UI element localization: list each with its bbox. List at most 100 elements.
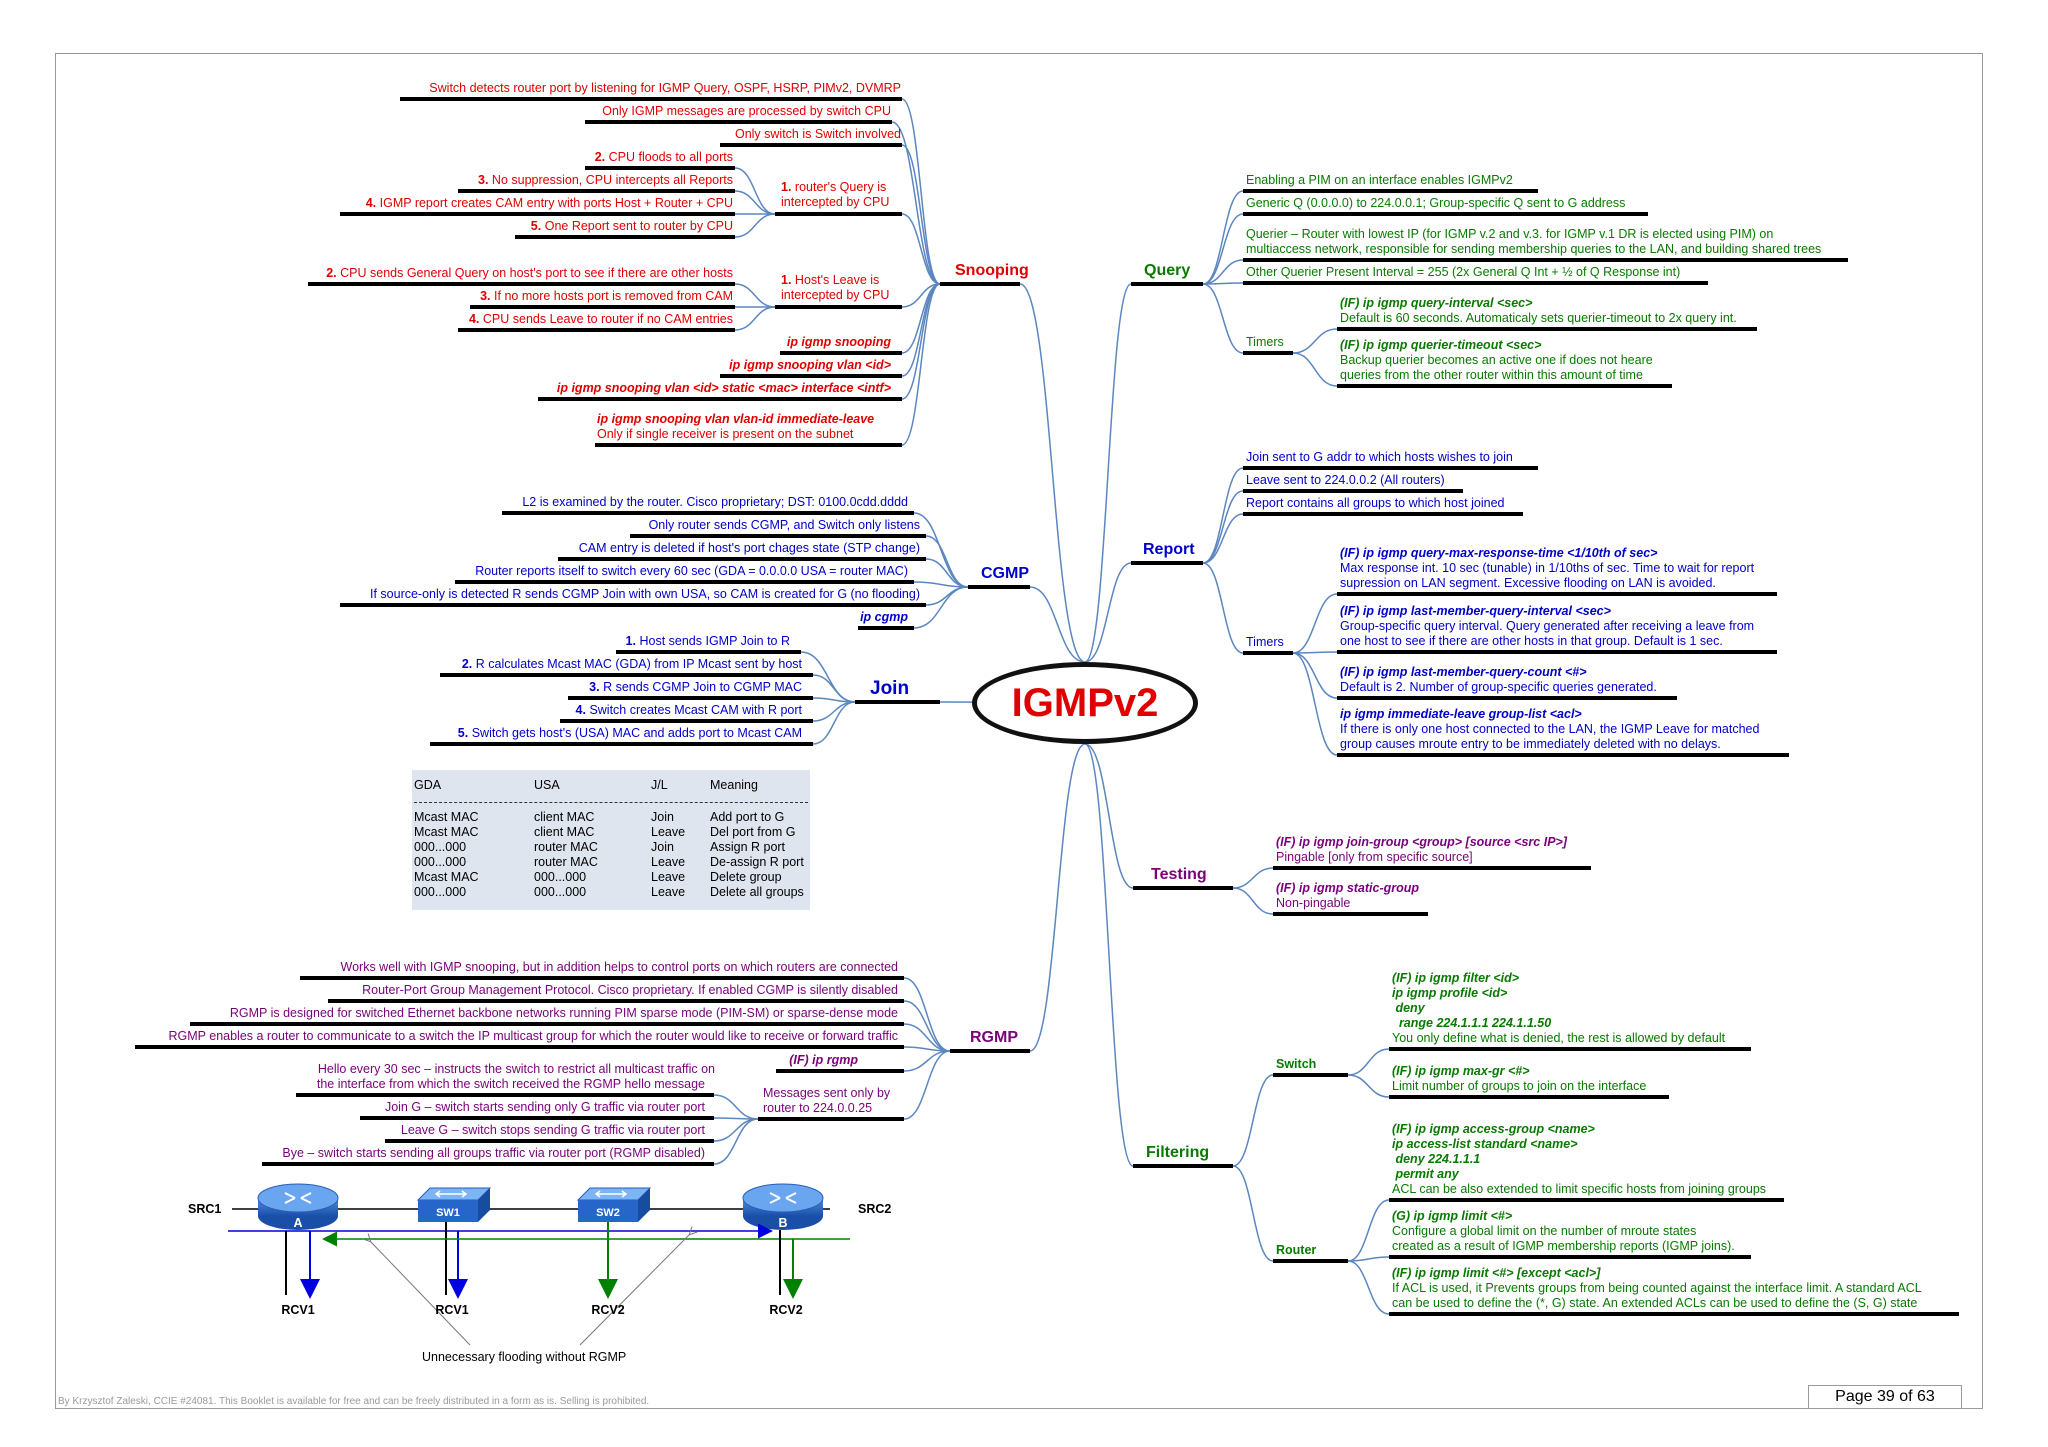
- connector-curve: [1292, 352, 1338, 387]
- branch-underline: [1131, 282, 1203, 286]
- connector-curve: [1084, 743, 1134, 1167]
- src2-label: SRC2: [858, 1202, 892, 1216]
- branch-snooping: Snooping: [955, 262, 1029, 279]
- item-underline: [360, 1116, 714, 1120]
- item-underline: [1243, 466, 1538, 470]
- table-cell: De-assign R port: [710, 855, 804, 869]
- rgmp-messages-label: Messages sent only by: [763, 1086, 891, 1100]
- center-title: IGMPv2: [1011, 680, 1159, 725]
- item-underline: [595, 443, 902, 447]
- table-cell: Leave: [651, 870, 686, 884]
- query-item: Other Querier Present Interval = 255 (2x…: [1246, 265, 1681, 279]
- join-step: 2. R calculates Mcast MAC (GDA) from IP …: [461, 657, 802, 671]
- item-underline: [458, 189, 735, 193]
- branch-cgmp: CGMP: [981, 565, 1029, 582]
- table-cell: router MAC: [534, 855, 598, 869]
- connector-curve: [1202, 562, 1244, 654]
- leave-step: 2. CPU sends General Query on host's por…: [326, 266, 733, 280]
- connector-curve: [1232, 1074, 1274, 1167]
- item-underline: [568, 696, 813, 700]
- item-underline: [458, 328, 735, 332]
- branch-testing: Testing: [1151, 866, 1207, 883]
- report-timer-desc: one host to see if there are other hosts…: [1340, 634, 1723, 648]
- connector-curve: [1292, 328, 1338, 354]
- filter-command: (IF) ip igmp access-group <name>: [1392, 1122, 1595, 1136]
- branch-underline: [940, 282, 1020, 286]
- item-underline: [328, 999, 904, 1003]
- table-cell: 000...000: [414, 855, 467, 869]
- item-underline: [775, 212, 902, 216]
- filter-desc: You only define what is denied, the rest…: [1392, 1031, 1726, 1045]
- connector-curve: [1029, 586, 1086, 663]
- connector-curve: [891, 121, 941, 285]
- gda-table-header: GDA USA J/L Meaning: [412, 778, 810, 793]
- item-underline: [538, 397, 902, 401]
- rgmp-message: Leave G – switch stops sending G traffic…: [400, 1123, 705, 1137]
- rgmp-item: Router-Port Group Management Protocol. C…: [362, 983, 898, 997]
- report-timer-desc: Group-specific query interval. Query gen…: [1340, 619, 1755, 633]
- item-underline: [430, 742, 813, 746]
- connector-curve: [1232, 887, 1274, 915]
- connector-curve: [1202, 213, 1244, 285]
- item-underline: [455, 580, 914, 584]
- item-underline: [1243, 489, 1463, 493]
- router-a-label: A: [293, 1216, 303, 1230]
- rgmp-item: RGMP enables a router to communicate to …: [168, 1029, 899, 1043]
- testing-command: (IF) ip igmp static-group: [1276, 881, 1420, 895]
- table-cell: Join: [651, 840, 674, 854]
- query-item: Generic Q (0.0.0.0) to 224.0.0.1; Group-…: [1246, 196, 1626, 210]
- rgmp-item: RGMP is designed for switched Ethernet b…: [229, 1006, 898, 1020]
- report-timer-command: (IF) ip igmp last-member-query-interval …: [1340, 604, 1611, 618]
- connector-curve: [1084, 743, 1134, 889]
- cgmp-command: ip cgmp: [860, 610, 908, 624]
- item-underline: [502, 511, 914, 515]
- page-number: Page 39 of 63: [1808, 1385, 1962, 1409]
- join-step: 3. R sends CGMP Join to CGMP MAC: [589, 680, 802, 694]
- connector-curve: [1084, 562, 1132, 663]
- item-underline: [1389, 1255, 1751, 1259]
- item-underline: [262, 1162, 714, 1166]
- filter-command: ip access-list standard <name>: [1392, 1137, 1578, 1151]
- caption-pointer: [370, 1241, 471, 1346]
- item-underline: [1337, 327, 1757, 331]
- connector-curve: [812, 701, 856, 745]
- item-underline: [1389, 1198, 1784, 1202]
- report-item: Join sent to G addr to which hosts wishe…: [1246, 450, 1513, 464]
- filter-command: range 224.1.1.1 224.1.1.50: [1392, 1016, 1552, 1030]
- item-underline: [308, 282, 735, 286]
- connector-curve: [734, 306, 776, 331]
- connector-curve: [1347, 1260, 1390, 1315]
- connector-curve: [1292, 651, 1338, 654]
- gda-table-separator: [414, 802, 808, 803]
- branch-underline: [950, 1049, 1030, 1053]
- filter-desc: Limit number of groups to join on the in…: [1392, 1079, 1647, 1093]
- branch-report: Report: [1143, 541, 1195, 558]
- connector-curve: [913, 586, 969, 629]
- network-caption: Unnecessary flooding without RGMP: [422, 1350, 627, 1364]
- table-row: 000...000 router MAC Join Assign R port: [412, 840, 810, 855]
- rgmp-command: (IF) ip rgmp: [789, 1053, 858, 1067]
- branch-filtering: Filtering: [1146, 1144, 1210, 1161]
- item-underline: [776, 1069, 904, 1073]
- table-cell: Mcast MAC: [414, 870, 479, 884]
- snooping-command: ip igmp snooping: [786, 335, 891, 349]
- query-intercept-label: 1. router's Query is: [781, 180, 887, 194]
- connector-curve: [1347, 1199, 1390, 1262]
- item-underline: [720, 143, 902, 147]
- testing-desc: Pingable [only from specific source]: [1276, 850, 1473, 864]
- snooping-command: ip igmp snooping vlan <id>: [729, 358, 891, 372]
- report-item: Report contains all groups to which host…: [1246, 496, 1505, 510]
- footer-copyright: By Krzysztof Zaleski, CCIE #24081. This …: [58, 1396, 650, 1407]
- table-row: Mcast MAC client MAC Leave Del port from…: [412, 825, 810, 840]
- report-timers-label: Timers: [1246, 635, 1284, 649]
- sw2-label: SW2: [596, 1207, 620, 1219]
- item-underline: [470, 305, 735, 309]
- rgmp-message: the interface from which the switch rece…: [316, 1077, 705, 1091]
- report-timer-command: ip igmp immediate-leave group-list <acl>: [1340, 707, 1582, 721]
- table-cell: client MAC: [534, 810, 595, 824]
- snooping-command: ip igmp snooping vlan vlan-id immediate-…: [597, 412, 875, 426]
- branch-query: Query: [1144, 262, 1191, 279]
- connector-curve: [903, 1050, 951, 1072]
- join-step: 5. Switch gets host's (USA) MAC and adds…: [457, 726, 802, 740]
- table-cell: Leave: [651, 855, 686, 869]
